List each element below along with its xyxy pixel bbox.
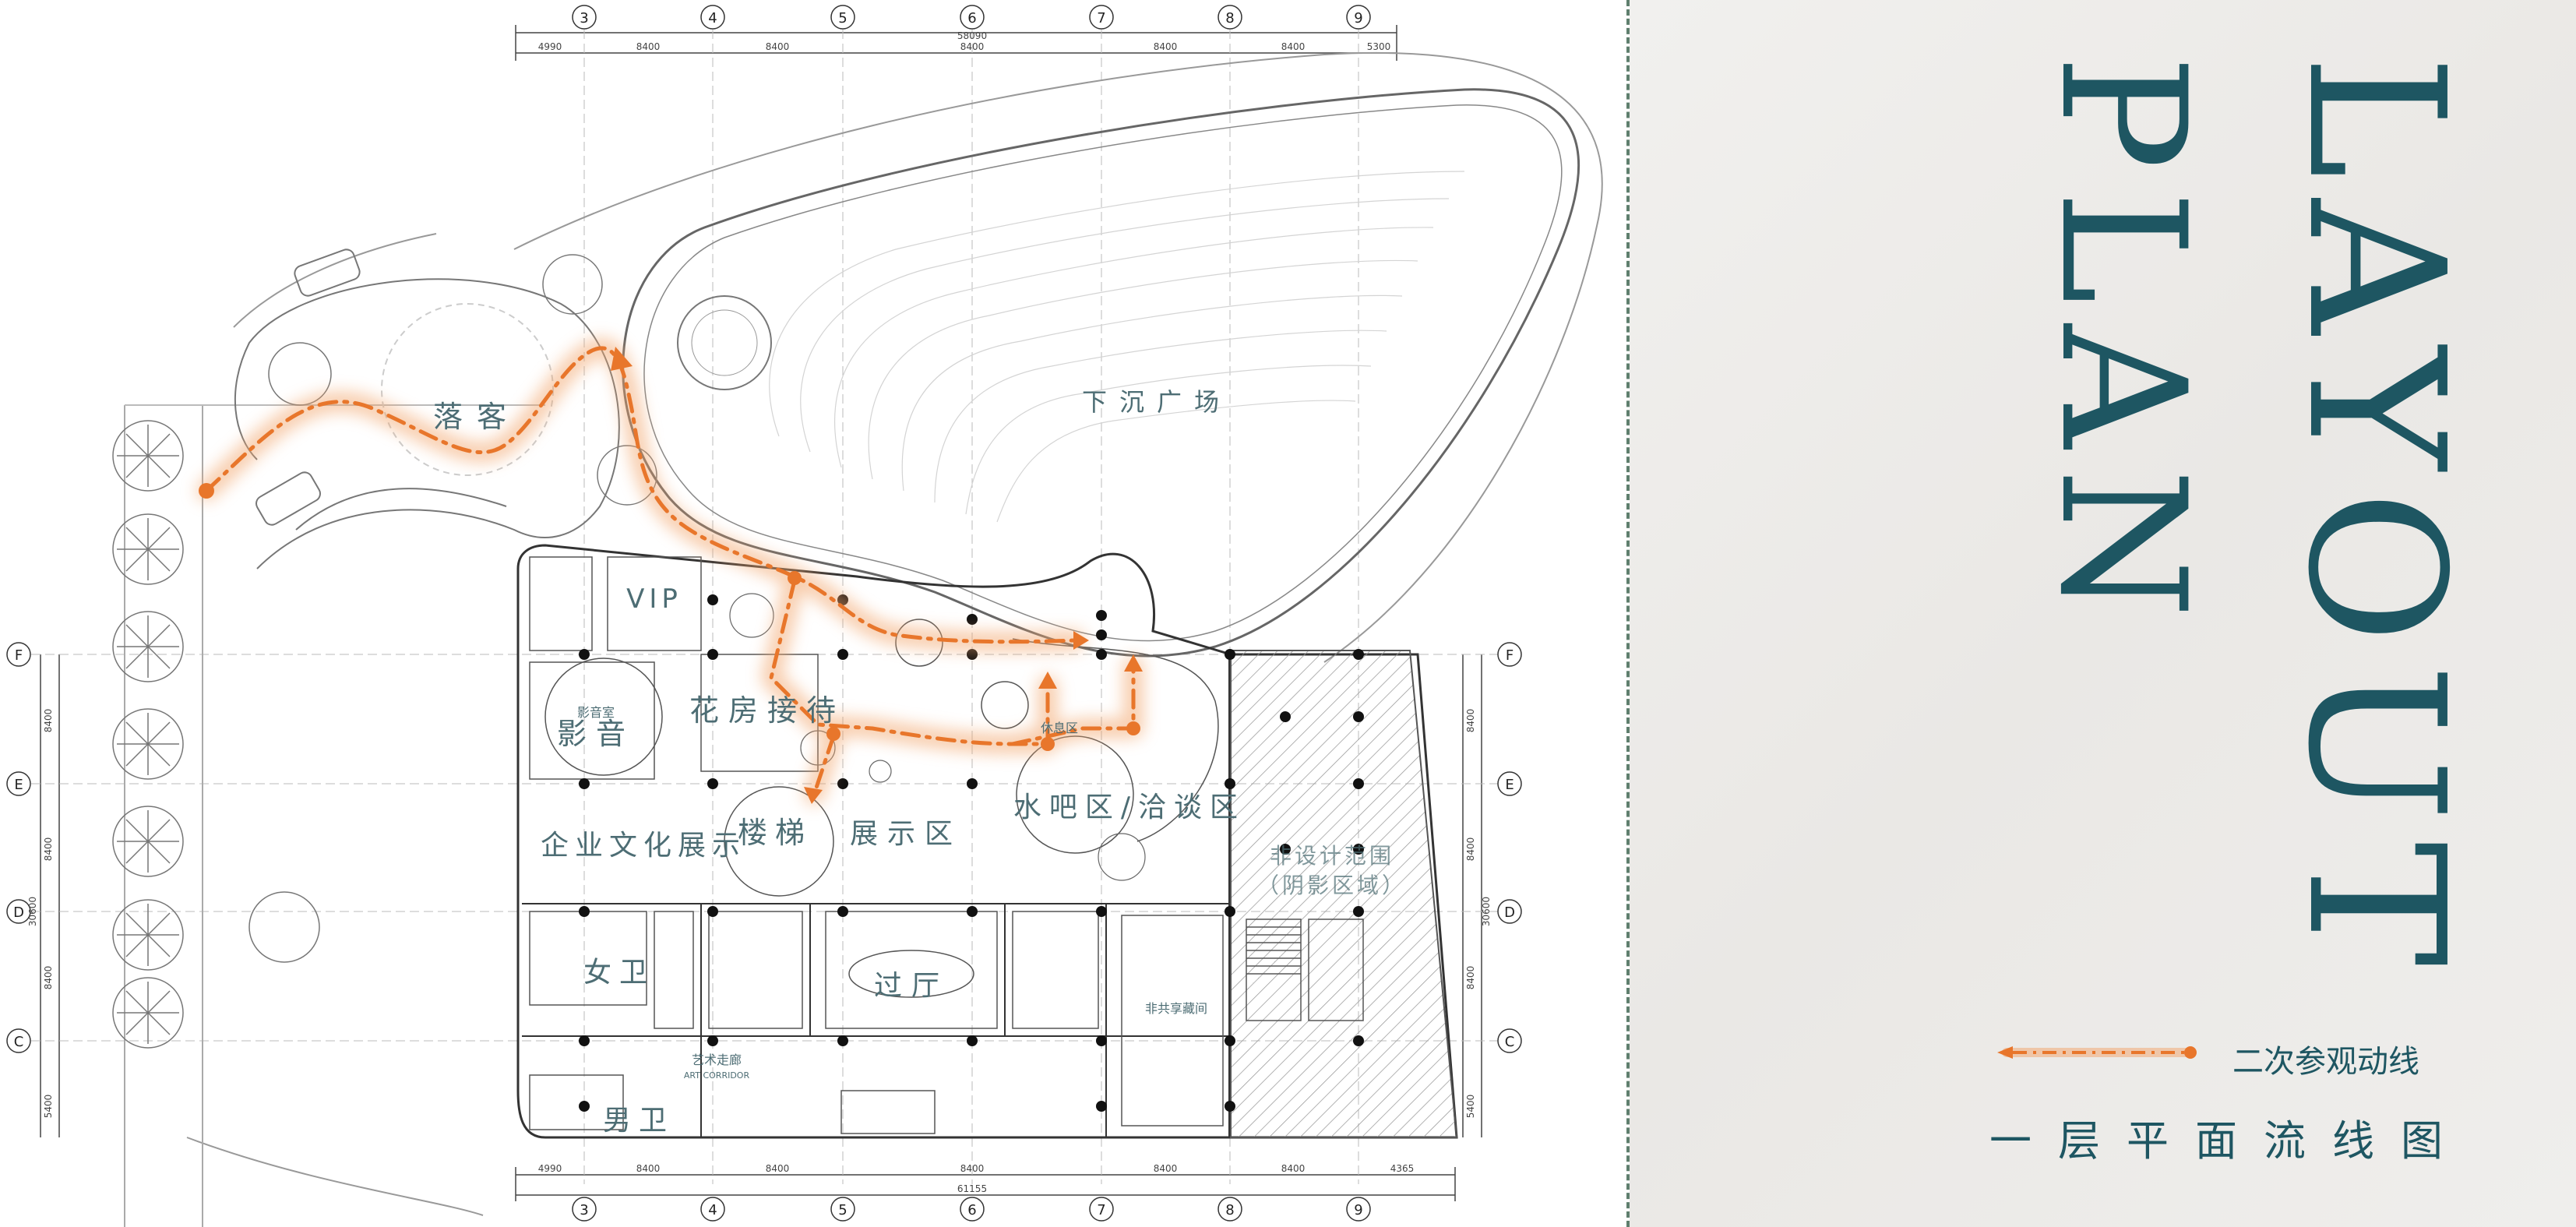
row-label-f-right: F xyxy=(1506,647,1514,664)
row-label-d-right: D xyxy=(1504,904,1515,921)
side-total-dim-right: 30600 xyxy=(1481,897,1492,926)
row-label-c: C xyxy=(14,1034,24,1050)
visit-route xyxy=(196,337,1144,805)
service-rooms xyxy=(529,911,1364,1134)
zone-yishu-en: ART CORRIDOR xyxy=(684,1070,750,1081)
bottom-dim-6: 8400 xyxy=(1281,1163,1306,1174)
title-plan: PLAN xyxy=(2023,55,2222,639)
col-label-7: 7 xyxy=(1097,10,1105,26)
side-dim-4: 5400 xyxy=(43,1095,54,1119)
zone-xiuxi: 休息区 xyxy=(1041,721,1078,735)
bottom-total-dim: 61155 xyxy=(957,1183,987,1194)
top-dim-6: 8400 xyxy=(1281,41,1306,52)
top-dim-4: 8400 xyxy=(960,41,985,52)
bottom-dim-1: 4990 xyxy=(538,1163,562,1174)
zone-nanwei: 男卫 xyxy=(603,1105,675,1137)
side-dim-4-right: 5400 xyxy=(1465,1095,1476,1119)
site-boundary xyxy=(124,51,1603,1227)
title-layout: LAYOUT xyxy=(2267,55,2485,987)
bottom-dim-4: 8400 xyxy=(960,1163,985,1174)
zone-louti: 楼梯 xyxy=(738,816,812,850)
sunken-plaza xyxy=(622,88,1580,658)
zone-feisheji2: （阴影区域） xyxy=(1257,873,1407,898)
top-dim-3: 8400 xyxy=(766,41,790,52)
trees xyxy=(112,254,657,1049)
bottom-dim-5: 8400 xyxy=(1154,1163,1178,1174)
row-label-e: E xyxy=(14,777,23,793)
top-dim-1: 4990 xyxy=(538,41,562,52)
col-label-9: 9 xyxy=(1354,10,1362,26)
row-label-d: D xyxy=(13,904,24,921)
bottom-dimension-line xyxy=(515,1167,1456,1201)
bottom-dim-3: 8400 xyxy=(766,1163,790,1174)
col-label-6-bottom: 6 xyxy=(967,1202,976,1218)
zone-zhanshi: 展示区 xyxy=(850,818,962,850)
row-label-e-right: E xyxy=(1505,777,1514,793)
zone-huafang: 花房接待 xyxy=(689,693,845,728)
col-label-3: 3 xyxy=(580,10,588,26)
zone-vip: VIP xyxy=(626,584,682,615)
right-dimension-line xyxy=(1462,654,1482,1137)
title-panel xyxy=(1630,0,2576,1227)
structural-columns xyxy=(579,594,1364,1112)
non-design-area xyxy=(1230,650,1458,1138)
col-label-7-bottom: 7 xyxy=(1097,1202,1105,1218)
col-label-4-bottom: 4 xyxy=(708,1202,717,1218)
side-dim-3-right: 8400 xyxy=(1465,966,1476,990)
row-label-c-right: C xyxy=(1505,1034,1515,1050)
side-dim-2: 8400 xyxy=(43,837,54,862)
side-total-dim: 30600 xyxy=(27,897,38,926)
panel-divider xyxy=(1626,0,1630,1227)
zone-qiye: 企业文化展示 xyxy=(541,830,746,862)
legend-arrow-icon xyxy=(1997,1046,2013,1059)
col-label-3-bottom: 3 xyxy=(580,1202,588,1218)
zone-shuiba: 水吧区/洽谈区 xyxy=(1013,792,1246,823)
zone-xiachen: 下沉广场 xyxy=(1082,387,1232,417)
zone-guoting: 过厅 xyxy=(874,970,949,1002)
col-label-8: 8 xyxy=(1225,10,1234,26)
bottom-dim-2: 8400 xyxy=(636,1163,661,1174)
zone-feiguan: 非共享藏间 xyxy=(1145,1001,1207,1016)
col-label-8-bottom: 8 xyxy=(1225,1202,1234,1218)
top-dim-5: 8400 xyxy=(1154,41,1178,52)
floor-plan-drawing: 3 4 5 6 7 8 9 3 4 5 6 7 8 9 58090 4990 8… xyxy=(6,5,1603,1227)
legend-route-swatch xyxy=(1997,1046,2197,1059)
floor-plan-panel: 3 4 5 6 7 8 9 3 4 5 6 7 8 9 58090 4990 8… xyxy=(6,5,1603,1227)
side-dim-3: 8400 xyxy=(43,966,54,990)
side-dim-2-right: 8400 xyxy=(1465,837,1476,862)
zone-feisheji: 非设计范围 xyxy=(1270,843,1394,869)
page-subtitle: 一层平面流线图 xyxy=(1989,1116,2469,1165)
top-dimension-values: 58090 4990 8400 8400 8400 8400 8400 5300… xyxy=(538,30,1415,1194)
col-label-4: 4 xyxy=(708,10,717,26)
zone-labels: 落客 下沉广场 VIP 影音 影音室 花房接待 楼梯 企业文化展示 展示区 水吧… xyxy=(433,387,1407,1137)
col-label-6: 6 xyxy=(967,10,976,26)
side-dim-1: 8400 xyxy=(43,709,54,733)
top-dim-7: 5300 xyxy=(1367,41,1391,52)
col-label-9-bottom: 9 xyxy=(1354,1202,1362,1218)
side-dim-1-right: 8400 xyxy=(1465,709,1476,733)
zone-luoke: 落客 xyxy=(433,400,520,434)
building-walls xyxy=(516,544,1458,1139)
row-label-f: F xyxy=(15,647,23,664)
legend-dot-icon xyxy=(2184,1046,2197,1059)
col-label-5: 5 xyxy=(838,10,847,26)
bottom-dim-7: 4365 xyxy=(1390,1163,1415,1174)
legend-label: 二次参观动线 xyxy=(2232,1044,2419,1080)
zone-yishu: 艺术走廊 xyxy=(692,1052,742,1067)
zone-yingyin-small: 影音室 xyxy=(577,705,615,720)
left-dimension-line xyxy=(40,654,60,1137)
top-dimension-line xyxy=(515,25,1397,61)
col-label-5-bottom: 5 xyxy=(838,1202,847,1218)
top-total-dim: 58090 xyxy=(957,30,987,41)
zone-nvwei: 女卫 xyxy=(583,957,655,989)
top-dim-2: 8400 xyxy=(636,41,661,52)
zone-yingyin: 影音 xyxy=(557,717,635,751)
